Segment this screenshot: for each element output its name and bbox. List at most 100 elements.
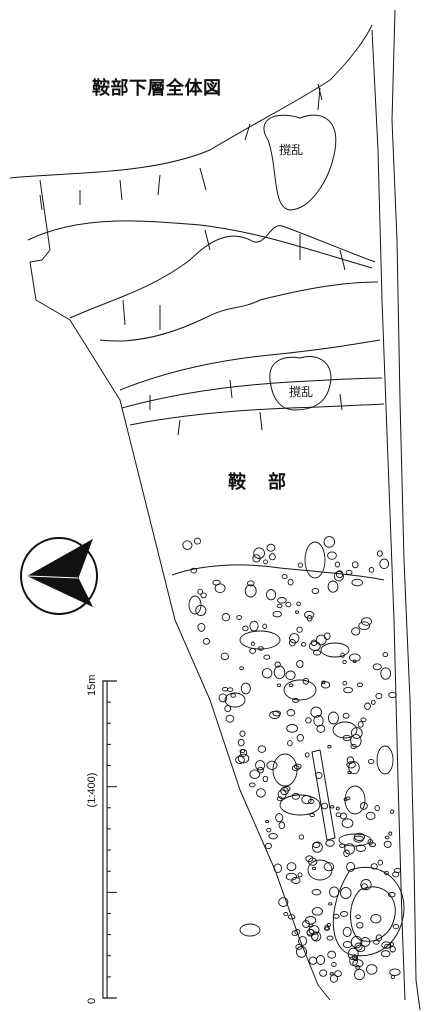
post-hole (328, 902, 333, 906)
post-hole (355, 914, 361, 919)
post-hole (361, 883, 368, 890)
post-hole (375, 934, 383, 942)
post-hole (276, 683, 282, 688)
disturbance-label-upper: 撹乱 (279, 143, 304, 157)
post-hole (315, 771, 323, 779)
post-hole (375, 692, 383, 700)
post-hole (364, 702, 371, 710)
post-hole (285, 670, 296, 681)
post-hole (311, 907, 324, 916)
post-hole (239, 749, 246, 754)
post-hole (344, 843, 355, 855)
post-hole (358, 621, 371, 631)
post-hole (250, 641, 255, 646)
post-hole (292, 698, 300, 703)
post-hole (298, 834, 305, 840)
pit-feature (307, 859, 333, 881)
post-hole (261, 668, 273, 679)
post-hole (256, 766, 264, 774)
post-hole (266, 543, 276, 552)
post-hole (348, 653, 361, 662)
post-hole (262, 775, 269, 783)
pit-feature (224, 692, 246, 708)
post-hole (277, 597, 287, 604)
post-hole (285, 601, 292, 608)
post-hole (320, 681, 331, 689)
post-hole (304, 610, 315, 619)
post-hole (266, 589, 277, 601)
post-hole (323, 926, 331, 931)
post-hole (182, 540, 193, 550)
post-hole (329, 974, 338, 983)
post-hole (291, 876, 301, 884)
post-hole (308, 857, 318, 866)
pit-feature (188, 595, 202, 615)
post-hole (249, 620, 259, 632)
post-hole (329, 972, 334, 976)
post-hole (237, 753, 250, 764)
post-hole (389, 946, 396, 953)
post-hole (269, 553, 276, 561)
post-hole (297, 562, 304, 568)
post-hole (323, 862, 335, 872)
post-hole (239, 666, 244, 671)
contour-line-2 (27, 220, 373, 269)
post-hole (326, 935, 334, 941)
post-hole (350, 935, 363, 949)
post-hole (355, 844, 366, 852)
post-hole (311, 889, 322, 896)
post-hole (370, 699, 376, 705)
pit-feature (320, 642, 350, 658)
feature-zone-boundary (171, 564, 385, 581)
post-hole (190, 567, 197, 574)
post-hole (346, 756, 355, 765)
pit-feature (239, 923, 261, 937)
post-hole (310, 706, 322, 718)
post-hole (273, 665, 286, 680)
post-hole (264, 842, 272, 850)
post-hole (374, 805, 380, 812)
post-hole (329, 886, 340, 898)
area-label: 鞍部 (228, 468, 286, 494)
post-hole (379, 558, 390, 570)
post-hole (359, 802, 368, 810)
post-hole (360, 617, 373, 626)
post-hole (335, 812, 342, 818)
post-hole (347, 947, 359, 961)
post-hole (390, 974, 395, 980)
post-hole (339, 843, 346, 848)
post-hole (367, 838, 374, 846)
post-hole (384, 835, 390, 840)
post-hole (291, 793, 300, 800)
post-hole (296, 733, 304, 742)
post-hole (332, 913, 340, 919)
area-label-char-1: 鞍 (228, 472, 246, 493)
post-hole (286, 709, 296, 717)
post-hole (351, 627, 361, 636)
post-hole (324, 924, 330, 931)
post-hole (334, 561, 341, 568)
post-hole (287, 914, 296, 920)
post-hole (389, 942, 395, 947)
post-hole (340, 812, 347, 820)
post-hole (356, 682, 363, 688)
post-hole (360, 937, 371, 947)
excavation-boundary-left (29, 179, 331, 1001)
pit-feature (344, 785, 366, 815)
post-hole (327, 711, 339, 725)
post-hole (247, 580, 255, 587)
post-hole (343, 797, 348, 802)
post-hole (302, 920, 310, 928)
post-hole (352, 959, 364, 968)
post-hole (283, 912, 289, 917)
post-hole (286, 724, 298, 733)
scale-ratio-label: (1:400) (86, 772, 98, 808)
post-hole (384, 870, 389, 875)
post-hole (342, 926, 352, 937)
post-hole (311, 932, 319, 941)
post-hole (377, 859, 384, 866)
post-hole (221, 686, 229, 692)
circular-structure-inner (350, 886, 396, 942)
disturbance-label-lower: 撹乱 (289, 385, 314, 399)
post-hole (323, 536, 336, 548)
